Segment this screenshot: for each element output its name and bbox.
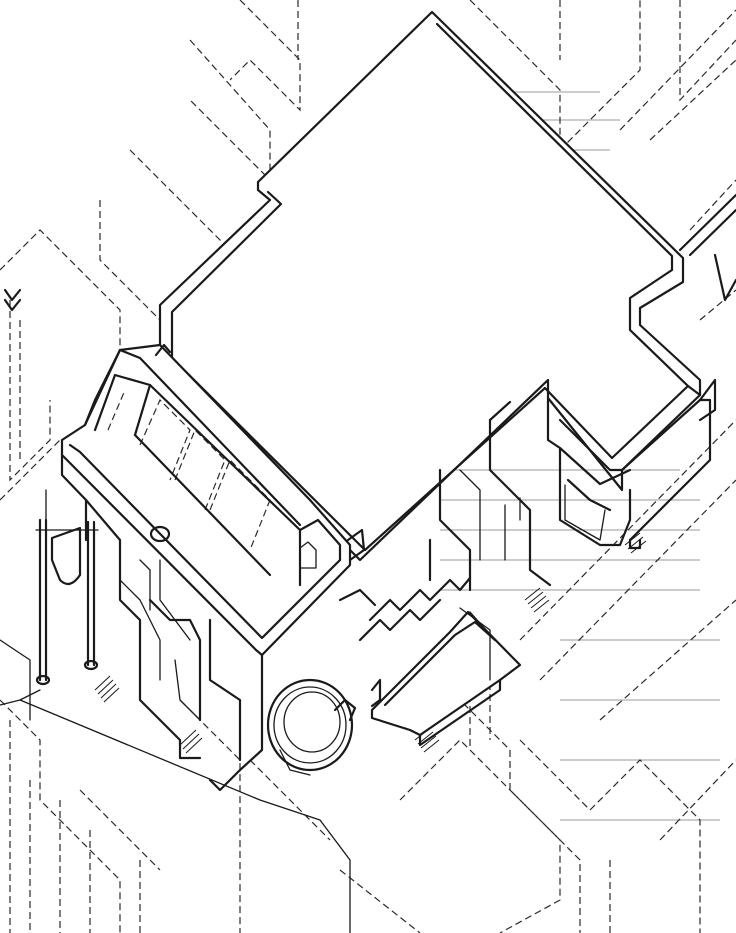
staircase [338,538,472,708]
circular-stair-tower [266,678,357,776]
right-wing [438,378,717,592]
walkway [370,607,522,747]
right-edge-fragment [678,193,736,302]
street-edge [0,639,351,933]
left-edge-fragment [3,288,22,312]
ground-hatching [94,532,647,754]
flagpole-with-banner [35,489,99,686]
left-block [60,343,366,792]
